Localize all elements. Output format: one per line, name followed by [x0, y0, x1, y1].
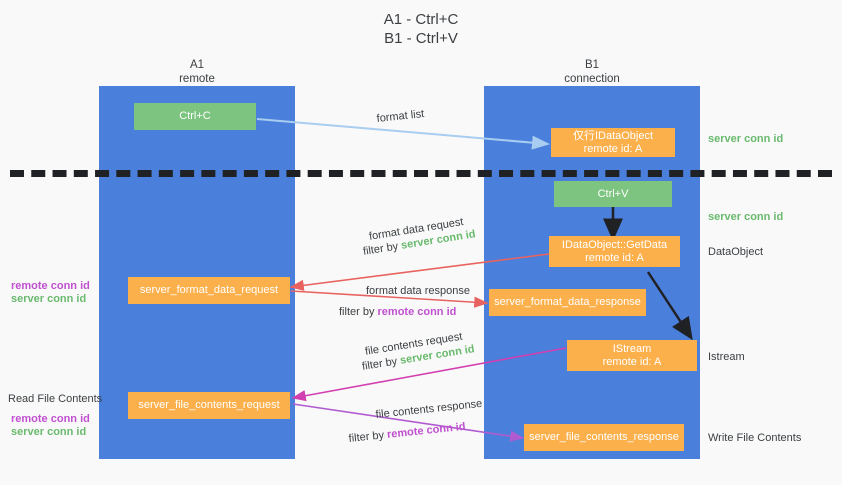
phase-divider: [10, 170, 832, 177]
annotation-server-conn-id-second: server conn id: [708, 211, 784, 223]
node-istream[interactable]: IStream remote id: A: [567, 340, 697, 371]
node-server-format-data-response[interactable]: server_format_data_response: [489, 289, 646, 316]
node-idataobject-getdata[interactable]: IDataObject::GetData remote id: A: [549, 236, 680, 267]
edge-label-format-list: format list: [376, 108, 425, 125]
node-server-file-contents-response-label: server_file_contents_response: [529, 431, 679, 443]
edge-label-file-contents-response-filter: filter by remote conn id: [348, 420, 466, 446]
column-header-a1-sub: remote: [179, 73, 215, 85]
node-getdata-sub: remote id: A: [585, 251, 644, 264]
annotation-left-server-conn-id-2: server conn id: [11, 426, 87, 438]
node-istream-label: IStream: [612, 342, 652, 355]
node-idataobject-label: 仅行IDataObject: [572, 129, 654, 142]
annotation-server-conn-id-top: server conn id: [708, 133, 784, 145]
column-header-b1: B1 connection: [512, 58, 672, 86]
column-header-a1-name: A1: [189, 59, 205, 71]
filter-key-remote-conn-id-2: remote conn id: [386, 420, 467, 441]
title-line-1: A1 - Ctrl+C: [383, 11, 459, 28]
annotation-write-file-contents: Write File Contents: [708, 432, 802, 444]
edge-label-file-contents-response: file contents response: [375, 397, 483, 421]
node-getdata-label: IDataObject::GetData: [561, 238, 668, 251]
node-ctrl-c-label: Ctrl+C: [179, 110, 211, 122]
filter-key-remote-conn-id-1: remote conn id: [377, 306, 457, 318]
node-ctrl-v[interactable]: Ctrl+V: [554, 181, 672, 207]
node-ctrl-v-label: Ctrl+V: [597, 187, 629, 200]
node-server-format-data-response-label: server_format_data_response: [494, 296, 641, 308]
node-server-file-contents-request-label: server_file_contents_request: [138, 399, 280, 411]
annotation-read-file-contents: Read File Contents: [8, 393, 103, 405]
edge-label-format-data-response: format data response: [366, 285, 470, 297]
annotation-left-server-conn-id-1: server conn id: [11, 293, 87, 305]
node-ctrl-c[interactable]: Ctrl+C: [134, 103, 256, 130]
annotation-dataobject: DataObject: [708, 246, 764, 258]
edge-label-format-data-response-filter: filter by remote conn id: [339, 305, 456, 319]
annotation-left-remote-conn-id-1: remote conn id: [11, 280, 90, 292]
filter-prefix-2: filter by: [339, 306, 378, 318]
filter-prefix-4: filter by: [348, 428, 388, 445]
node-idataobject[interactable]: 仅行IDataObject remote id: A: [551, 128, 675, 157]
node-server-format-data-request[interactable]: server_format_data_request: [128, 277, 290, 304]
node-server-format-data-request-label: server_format_data_request: [139, 284, 279, 296]
filter-prefix-1: filter by: [362, 239, 403, 258]
annotation-istream: Istream: [708, 351, 745, 363]
node-server-file-contents-request[interactable]: server_file_contents_request: [128, 392, 290, 419]
diagram-title: A1 - Ctrl+C B1 - Ctrl+V: [0, 10, 842, 48]
column-header-b1-name: B1: [584, 59, 600, 71]
annotation-left-remote-conn-id-2: remote conn id: [11, 413, 90, 425]
column-header-b1-sub: connection: [564, 73, 620, 85]
node-istream-sub: remote id: A: [602, 355, 662, 368]
column-header-a1: A1 remote: [117, 58, 277, 86]
title-line-2: B1 - Ctrl+V: [384, 30, 458, 47]
node-idataobject-sub: remote id: A: [583, 142, 643, 155]
node-server-file-contents-response[interactable]: server_file_contents_response: [524, 424, 684, 451]
